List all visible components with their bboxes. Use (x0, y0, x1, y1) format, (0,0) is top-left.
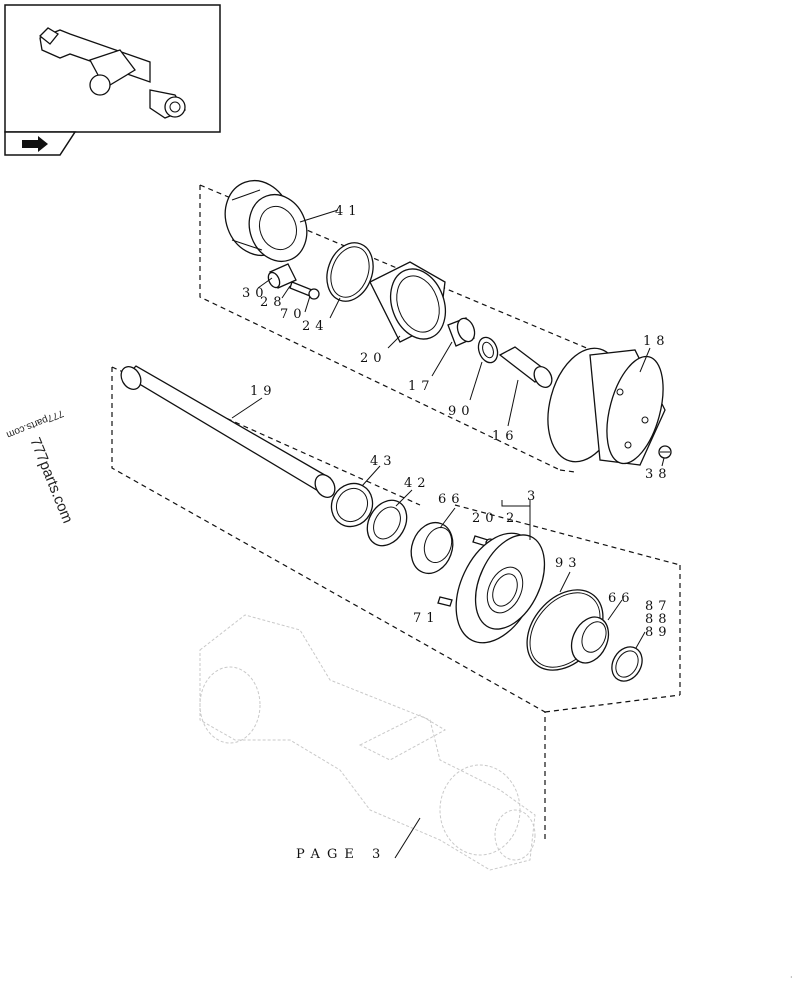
part-66-bearing-inner[interactable] (404, 517, 459, 580)
callout-88[interactable]: 88 (645, 612, 672, 627)
part-90-washer[interactable] (475, 335, 501, 366)
callout-87[interactable]: 87 (645, 599, 672, 614)
callout-17[interactable]: 17 (408, 379, 435, 394)
callout-90[interactable]: 90 (448, 404, 475, 419)
callout-70[interactable]: 70 (280, 307, 307, 322)
part-88-washer[interactable] (606, 641, 648, 686)
nav-back-button[interactable] (4, 131, 77, 156)
part-30-pin[interactable] (266, 263, 297, 289)
callout-41[interactable]: 41 (335, 204, 362, 219)
arrow-icon (22, 136, 48, 152)
part-18-hub-housing[interactable] (536, 340, 673, 470)
part-16-stub-shaft[interactable] (498, 346, 555, 391)
corner-mark: · (790, 973, 793, 982)
part-24-snap-ring[interactable] (319, 236, 381, 307)
callout-2[interactable]: 2 (506, 511, 519, 526)
leader-lines (231, 209, 665, 859)
watermark-main: 777parts.com (26, 435, 76, 526)
part-42-ring[interactable] (359, 493, 414, 553)
axle-housing-ghost (199, 614, 536, 871)
page-reference-link[interactable]: PAGE 3 (296, 847, 387, 862)
callout-43[interactable]: 43 (370, 454, 397, 469)
part-41-gear-carrier[interactable] (215, 171, 316, 269)
callout-20[interactable]: 20 (360, 351, 387, 366)
callout-30[interactable]: 30 (242, 286, 269, 301)
callout-labels: 41 30 28 70 24 20 17 90 16 18 38 19 43 4… (242, 204, 672, 640)
part-19-axle-shaft[interactable] (117, 363, 339, 501)
callout-20b[interactable]: 20 (472, 511, 499, 526)
callout-16[interactable]: 16 (492, 429, 519, 444)
part-38-bolt[interactable] (658, 445, 672, 459)
callout-66b[interactable]: 66 (608, 591, 635, 606)
callout-19[interactable]: 19 (250, 384, 277, 399)
part-66-bearing-outer[interactable] (564, 611, 615, 669)
part-17-bushing[interactable] (447, 316, 478, 347)
part-71-bolt[interactable] (437, 596, 453, 607)
callout-66a[interactable]: 66 (438, 492, 465, 507)
callout-18[interactable]: 18 (643, 334, 670, 349)
part-3-wheel-hub[interactable] (440, 520, 558, 656)
callout-42[interactable]: 42 (404, 476, 431, 491)
callout-3[interactable]: 3 (527, 489, 540, 504)
callout-71[interactable]: 71 (413, 611, 440, 626)
watermark-small: 777parts.com (5, 407, 65, 440)
callout-89[interactable]: 89 (645, 625, 672, 640)
thumbnail-panel[interactable] (4, 4, 221, 133)
callout-93[interactable]: 93 (555, 556, 582, 571)
callout-38[interactable]: 38 (645, 467, 672, 482)
axle-thumbnail-icon (39, 27, 186, 119)
part-20-ring-gear[interactable] (369, 261, 455, 346)
callout-24[interactable]: 24 (302, 319, 329, 334)
part-43-seal[interactable] (324, 476, 381, 534)
callout-28[interactable]: 28 (260, 295, 287, 310)
part-70-bolt[interactable] (289, 281, 320, 300)
